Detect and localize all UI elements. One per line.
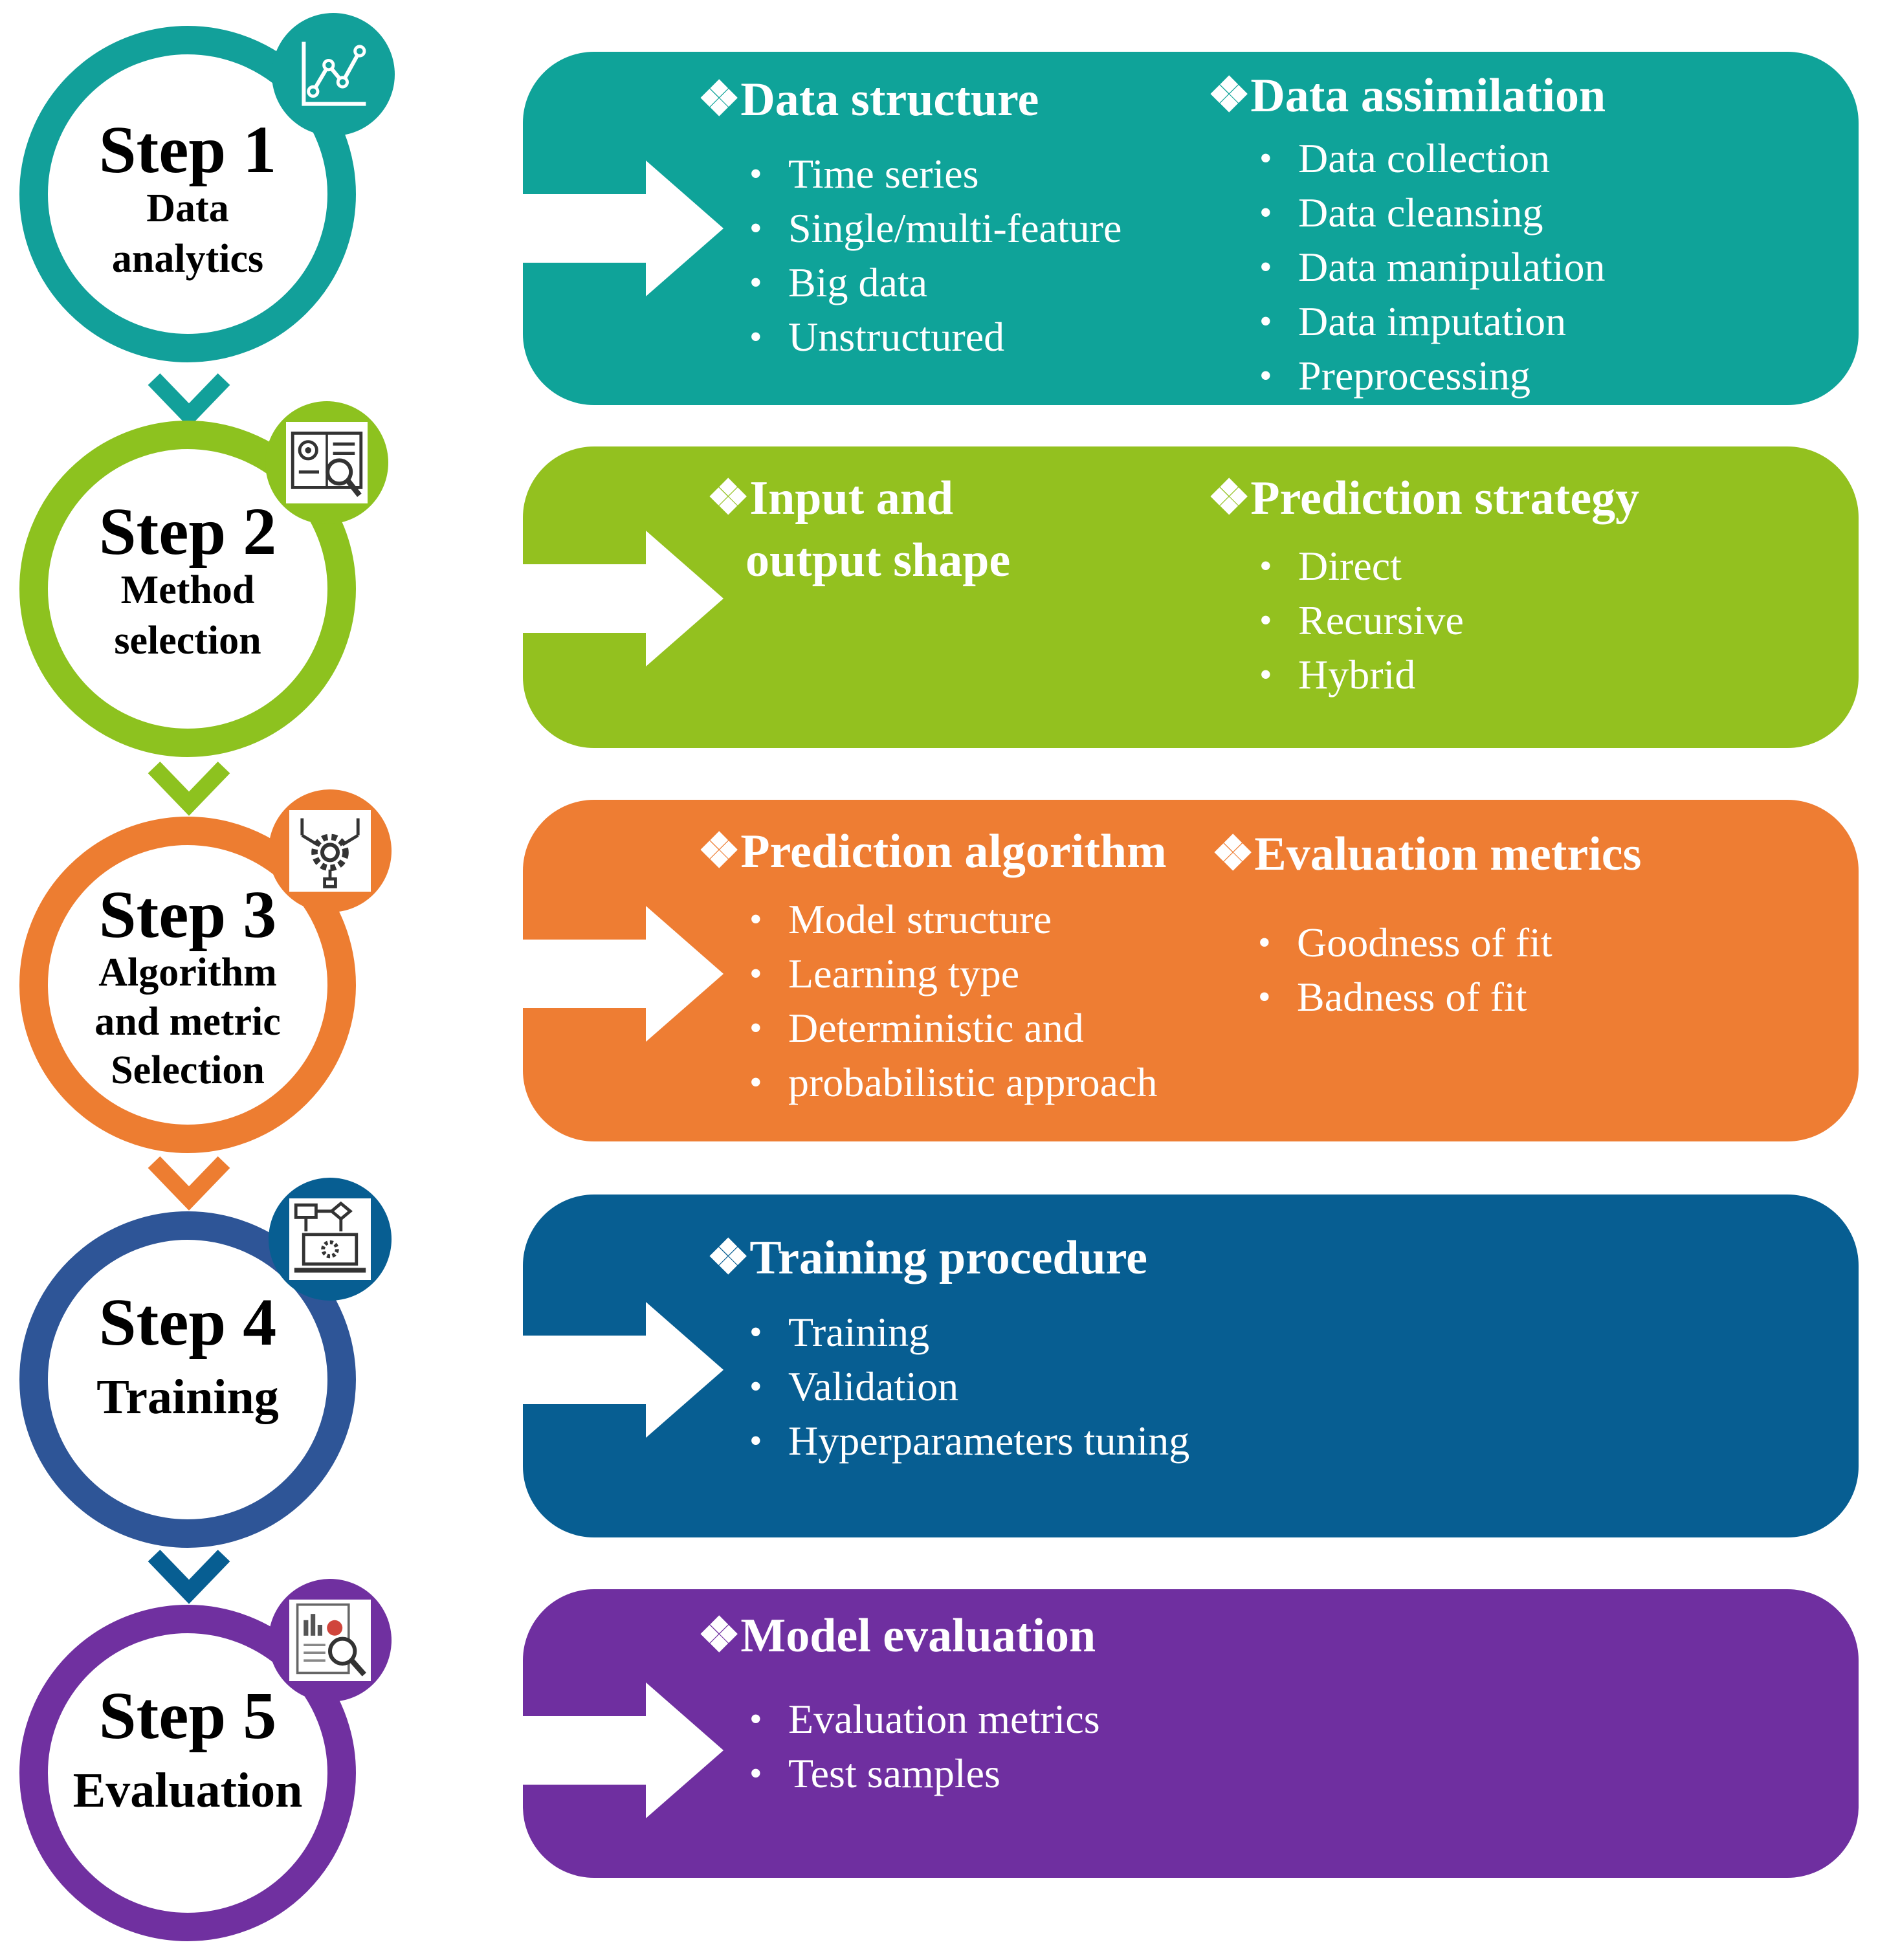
panel-training: ❖Training procedure Training Validation … bbox=[523, 1195, 1859, 1537]
section-model-evaluation: ❖Model evaluation Evaluation metrics Tes… bbox=[698, 1607, 1100, 1801]
panel-algorithm-selection: ❖Prediction algorithm Model structure Le… bbox=[523, 800, 1859, 1141]
list-item: Hyperparameters tuning bbox=[749, 1414, 1189, 1468]
panel-5-arrow bbox=[523, 1682, 724, 1818]
section-title-line-2: output shape bbox=[746, 534, 1011, 587]
list-item: Data manipulation bbox=[1259, 240, 1606, 294]
step-3-to-4-arrow bbox=[148, 1156, 230, 1211]
panel-data-analytics: ❖Data structure Time series Single/multi… bbox=[523, 52, 1859, 405]
section-title: Model evaluation bbox=[740, 1609, 1096, 1662]
item-list: Goodness of fit Badness of fit bbox=[1258, 916, 1641, 1024]
section-title: Data structure bbox=[740, 73, 1039, 126]
step-5-badge bbox=[269, 1579, 392, 1702]
step-2-badge bbox=[265, 401, 388, 524]
list-item: Training bbox=[749, 1305, 1189, 1360]
section-training-procedure: ❖Training procedure Training Validation … bbox=[707, 1229, 1189, 1468]
list-item-continuation: probabilistic approach bbox=[749, 1055, 1167, 1110]
step-4-name-line-1: Training bbox=[96, 1370, 279, 1424]
step-2-to-3-arrow bbox=[148, 761, 230, 816]
list-item: Goodness of fit bbox=[1258, 916, 1641, 970]
diamond-bullet-icon: ❖ bbox=[1208, 472, 1251, 525]
list-item: Time series bbox=[749, 147, 1121, 201]
step-1-badge bbox=[272, 13, 395, 136]
section-title: Evaluation metrics bbox=[1254, 828, 1642, 881]
list-item: Learning type bbox=[749, 947, 1167, 1001]
section-prediction-algorithm: ❖Prediction algorithm Model structure Le… bbox=[698, 823, 1167, 1110]
list-item: Recursive bbox=[1259, 593, 1639, 648]
panel-4-arrow bbox=[523, 1302, 724, 1438]
step-1-number: Step 1 bbox=[98, 113, 277, 187]
list-item: Single/multi-feature bbox=[749, 201, 1121, 256]
book-search-icon bbox=[286, 422, 368, 503]
step-4-to-5-arrow bbox=[148, 1549, 230, 1604]
step-2-number: Step 2 bbox=[98, 494, 277, 569]
item-list: Direct Recursive Hybrid bbox=[1259, 539, 1639, 702]
step-3-number: Step 3 bbox=[98, 877, 277, 952]
line-chart-icon bbox=[293, 34, 374, 115]
step-3-name-line-2: and metric bbox=[94, 999, 281, 1044]
list-item: Evaluation metrics bbox=[749, 1692, 1100, 1746]
diamond-bullet-icon: ❖ bbox=[1211, 828, 1255, 881]
panel-method-selection: ❖Input and output shape ❖Prediction stra… bbox=[523, 446, 1859, 748]
section-evaluation-metrics: ❖Evaluation metrics Goodness of fit Badn… bbox=[1211, 826, 1641, 1024]
diamond-bullet-icon: ❖ bbox=[698, 73, 741, 126]
step-5-number: Step 5 bbox=[98, 1679, 277, 1753]
list-item: Test samples bbox=[749, 1746, 1100, 1801]
panel-1-arrow bbox=[523, 160, 724, 296]
list-item: Validation bbox=[749, 1360, 1189, 1414]
list-item: Data imputation bbox=[1259, 294, 1606, 349]
laptop-flowchart-icon bbox=[289, 1198, 371, 1280]
step-1-to-2-arrow bbox=[148, 373, 230, 428]
panel-evaluation: ❖Model evaluation Evaluation metrics Tes… bbox=[523, 1589, 1859, 1878]
section-title: Prediction strategy bbox=[1250, 472, 1640, 525]
step-1-name-line-2: analytics bbox=[111, 236, 264, 281]
panel-2-arrow bbox=[523, 531, 724, 666]
step-4-number: Step 4 bbox=[98, 1285, 277, 1360]
step-1-name-line-1: Data bbox=[146, 186, 229, 230]
diamond-bullet-icon: ❖ bbox=[698, 1609, 741, 1662]
step-2-name-line-2: selection bbox=[114, 618, 261, 663]
list-item: Model structure bbox=[749, 892, 1167, 947]
step-2: Step 2 Method selection bbox=[19, 421, 356, 757]
item-list: Evaluation metrics Test samples bbox=[749, 1692, 1100, 1801]
diamond-bullet-icon: ❖ bbox=[1208, 69, 1251, 122]
panel-3-arrow bbox=[523, 906, 724, 1042]
diamond-bullet-icon: ❖ bbox=[698, 825, 741, 878]
list-item: Unstructured bbox=[749, 310, 1121, 364]
step-3-badge bbox=[269, 789, 392, 912]
item-list: Data collection Data cleansing Data mani… bbox=[1259, 131, 1606, 403]
section-data-assimilation: ❖Data assimilation Data collection Data … bbox=[1208, 67, 1606, 403]
diamond-bullet-icon: ❖ bbox=[707, 472, 750, 525]
list-item: Hybrid bbox=[1259, 648, 1639, 702]
step-5-name-line-1: Evaluation bbox=[72, 1763, 303, 1818]
list-item: Data cleansing bbox=[1259, 186, 1606, 240]
list-item: Deterministic and bbox=[749, 1001, 1167, 1055]
section-input-output-shape: ❖Input and output shape bbox=[707, 467, 1010, 591]
list-item: Data collection bbox=[1259, 131, 1606, 186]
item-list: Training Validation Hyperparameters tuni… bbox=[749, 1305, 1189, 1468]
section-title: Data assimilation bbox=[1250, 69, 1606, 122]
gear-circuit-icon bbox=[289, 810, 371, 892]
list-item: Badness of fit bbox=[1258, 970, 1641, 1024]
list-item: Big data bbox=[749, 256, 1121, 310]
section-title: Training procedure bbox=[749, 1231, 1147, 1284]
section-prediction-strategy: ❖Prediction strategy Direct Recursive Hy… bbox=[1208, 470, 1639, 702]
section-data-structure: ❖Data structure Time series Single/multi… bbox=[698, 71, 1121, 364]
list-item: Direct bbox=[1259, 539, 1639, 593]
step-2-name-line-1: Method bbox=[120, 568, 255, 612]
section-title: Prediction algorithm bbox=[740, 825, 1167, 878]
report-magnifier-icon bbox=[289, 1600, 371, 1681]
item-list: Time series Single/multi-feature Big dat… bbox=[749, 147, 1121, 364]
diamond-bullet-icon: ❖ bbox=[707, 1231, 750, 1284]
section-title-line-1: Input and bbox=[749, 472, 954, 525]
step-4-badge bbox=[269, 1178, 392, 1301]
step-3-name-line-1: Algorithm bbox=[98, 951, 277, 995]
item-list: Model structure Learning type Determinis… bbox=[749, 892, 1167, 1110]
list-item: Preprocessing bbox=[1259, 349, 1606, 403]
step-3-name-line-3: Selection bbox=[111, 1048, 265, 1093]
